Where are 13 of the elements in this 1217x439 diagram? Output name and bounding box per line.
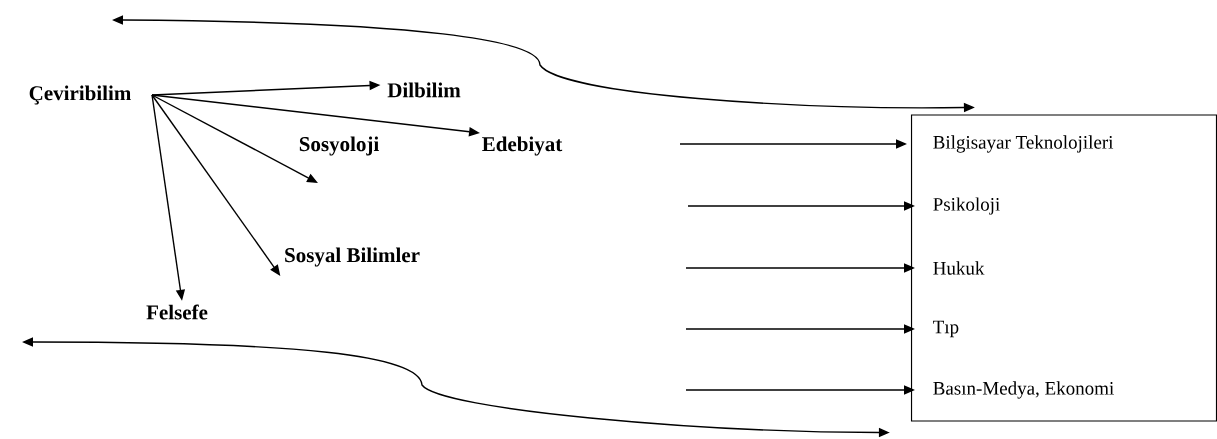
field-label: Edebiyat [482,136,563,156]
field-label: Felsefe [146,304,208,320]
field-label: Sosyal Bilimler [285,247,420,267]
field-label: Çeviribilim [29,85,131,105]
list-item: Tıp [933,320,959,338]
list-item: Basın-Medya, Ekonomi [933,381,1114,399]
list-item: Bilgisayar Teknolojileri [933,135,1114,153]
field-label: Sosyoloji [299,136,379,156]
field-label: Dilbilim [387,82,461,98]
list-item: Hukuk [933,261,985,275]
arrow [151,94,318,183]
list-item: Psikoloji [933,197,1000,215]
list-box [910,114,1217,422]
